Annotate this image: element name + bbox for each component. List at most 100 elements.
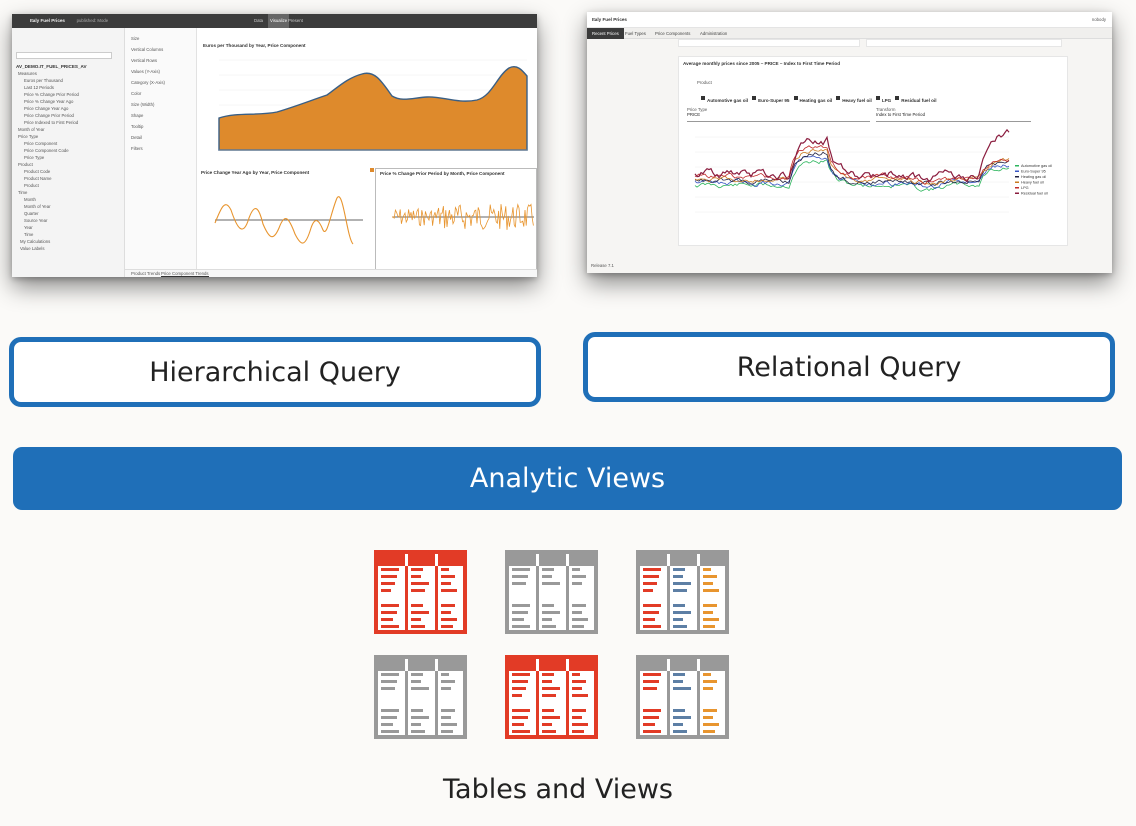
tree-item[interactable]: Source Year	[24, 218, 48, 223]
tree-item[interactable]: Quarter	[24, 211, 39, 216]
table-icon	[505, 550, 598, 634]
apex-chart-region: Average monthly prices since 2005 – PRIC…	[678, 56, 1068, 246]
checkbox-icon[interactable]	[875, 95, 880, 100]
grammar-item[interactable]: Category (X-Axis)	[131, 80, 165, 85]
apex-legend-swatch	[1015, 170, 1019, 172]
tree-item[interactable]: Price Component Code	[24, 148, 69, 153]
grammar-item[interactable]: Vertical Columns	[131, 47, 164, 52]
tree-item[interactable]: Last 12 Periods	[24, 85, 54, 90]
apex-legend-label: LPG	[1021, 186, 1029, 190]
transform-label: Transform	[876, 107, 896, 112]
dv-titlebar: Italy Fuel Prices published: Mode Data V…	[12, 14, 537, 28]
checkbox-icon[interactable]	[793, 95, 798, 100]
grammar-item[interactable]: Detail	[131, 135, 142, 140]
apex-header: Italy Fuel Prices nobody	[587, 12, 1112, 28]
tab-recent-prices[interactable]: Recent Prices	[587, 28, 624, 39]
tree-item[interactable]: Product	[24, 183, 39, 188]
tab-price-component-trends[interactable]: Price Component Trends	[161, 271, 209, 277]
apex-legend-swatch	[1015, 187, 1019, 189]
price-type-value: PRICE	[687, 112, 701, 117]
tree-item[interactable]: Price Type	[18, 134, 39, 139]
dv-line-chart-year-ago[interactable]: Price Change Year Ago by Year, Price Com…	[197, 168, 369, 276]
apex-legend-label: Heavy fuel oil	[1021, 181, 1044, 185]
relational-query-screenshot: Italy Fuel Prices nobody Recent Prices F…	[587, 12, 1112, 273]
tab-fuel-types[interactable]: Fuel Types	[625, 31, 646, 36]
hierarchical-query-text: Hierarchical Query	[149, 356, 401, 388]
dv-toolbar-visualize[interactable]: Visualize	[268, 14, 290, 28]
grammar-item[interactable]: Vertical Rows	[131, 58, 158, 63]
tree-item[interactable]: Product Name	[24, 176, 52, 181]
dv-search-input[interactable]	[16, 52, 112, 59]
tab-price-components[interactable]: Price Components	[655, 31, 691, 36]
tab-product-trends[interactable]: Product Trends	[131, 271, 161, 276]
tree-item[interactable]: Year	[24, 225, 33, 230]
tree-item[interactable]: Price Type	[24, 155, 45, 160]
tree-item[interactable]: Price Change Year Ago	[24, 106, 69, 111]
tree-item[interactable]: Month of Year	[18, 127, 45, 132]
tree-item[interactable]: Price % Change Prior Period	[24, 92, 79, 97]
tree-item[interactable]: Price Indexed to First Period	[24, 120, 79, 125]
apex-legend-swatch	[1015, 181, 1019, 183]
tree-item[interactable]: Month	[24, 197, 36, 202]
tree-item[interactable]: My Calculations	[20, 239, 51, 244]
grammar-item[interactable]: Color	[131, 91, 142, 96]
tree-item[interactable]: Time	[24, 232, 34, 237]
apex-chart-title: Average monthly prices since 2005 – PRIC…	[683, 61, 841, 66]
apex-app-title: Italy Fuel Prices	[592, 17, 627, 22]
grammar-item[interactable]: Size	[131, 36, 140, 41]
tree-item[interactable]: Product	[18, 162, 33, 167]
apex-tabs: Recent Prices Fuel Types Price Component…	[587, 28, 1112, 39]
dv-app-subtitle: published: Mode	[76, 18, 109, 23]
apex-series-line	[694, 151, 1010, 186]
dv-yearago-series	[214, 196, 354, 245]
apex-user-label[interactable]: nobody	[1091, 17, 1106, 22]
apex-series-line	[694, 155, 1010, 190]
tree-item[interactable]: Price Component	[24, 141, 58, 146]
checkbox-icon[interactable]	[836, 95, 841, 100]
tree-item[interactable]: Price Change Prior Period	[24, 113, 74, 118]
checkbox-icon[interactable]	[752, 95, 757, 100]
tree-item[interactable]: Product Code	[24, 169, 51, 174]
dv-line-chart-prior-period[interactable]: Price % Change Prior Period by Month, Pr…	[375, 168, 537, 276]
grammar-item[interactable]: Tooltip	[131, 124, 144, 129]
table-icon	[374, 550, 467, 634]
table-icon	[374, 655, 467, 739]
dv-prior-period-series	[391, 203, 534, 230]
apex-series-line	[694, 159, 1010, 192]
apex-top-card-right	[866, 39, 1062, 47]
dv-toolbar-present[interactable]: Present	[288, 18, 303, 23]
dv-toolbar-data[interactable]: Data	[254, 18, 264, 23]
tree-item[interactable]: Price % Change Year Ago	[24, 99, 74, 104]
tree-item[interactable]: Time	[18, 190, 28, 195]
grammar-item[interactable]: Size (Width)	[131, 102, 155, 107]
apex-legend-swatch	[1015, 176, 1019, 178]
dv-canvas: Euros per Thousand by Year, Price Compon…	[197, 38, 537, 276]
dv-statusbar: Product Trends Price Component Trends	[125, 269, 537, 277]
table-icon	[636, 655, 729, 739]
apex-transform-select[interactable]: Transform Index to First Time Period	[876, 107, 1031, 122]
tree-item[interactable]: Euros per Thousand	[24, 78, 63, 83]
relational-query-text: Relational Query	[736, 351, 962, 383]
tree-item[interactable]: Value Labels	[20, 246, 45, 251]
hierarchical-query-screenshot: Italy Fuel Prices published: Mode Data V…	[12, 14, 537, 277]
grammar-item[interactable]: Values (Y-Axis)	[131, 69, 160, 74]
tree-item[interactable]: Measures	[18, 71, 37, 76]
apex-price-type-select[interactable]: Price Type PRICE	[687, 107, 870, 122]
tab-administration[interactable]: Administration	[700, 31, 728, 36]
dv-area-chart[interactable]: Euros per Thousand by Year, Price Compon…	[197, 40, 537, 173]
transform-value: Index to First Time Period	[876, 112, 925, 117]
apex-top-card-left	[678, 39, 860, 47]
apex-product-label: Product	[697, 80, 712, 85]
grammar-item[interactable]: Filters	[131, 146, 143, 151]
apex-series-line	[694, 149, 1010, 186]
checkbox-label: Heavy fuel oil	[842, 98, 872, 103]
checkbox-icon[interactable]	[701, 95, 705, 100]
tree-item[interactable]: Month of Year	[24, 204, 51, 209]
table-icon	[505, 655, 598, 739]
grammar-item[interactable]: Shape	[131, 113, 144, 118]
apex-series-line	[694, 128, 1010, 183]
checkbox-icon[interactable]	[895, 95, 900, 100]
